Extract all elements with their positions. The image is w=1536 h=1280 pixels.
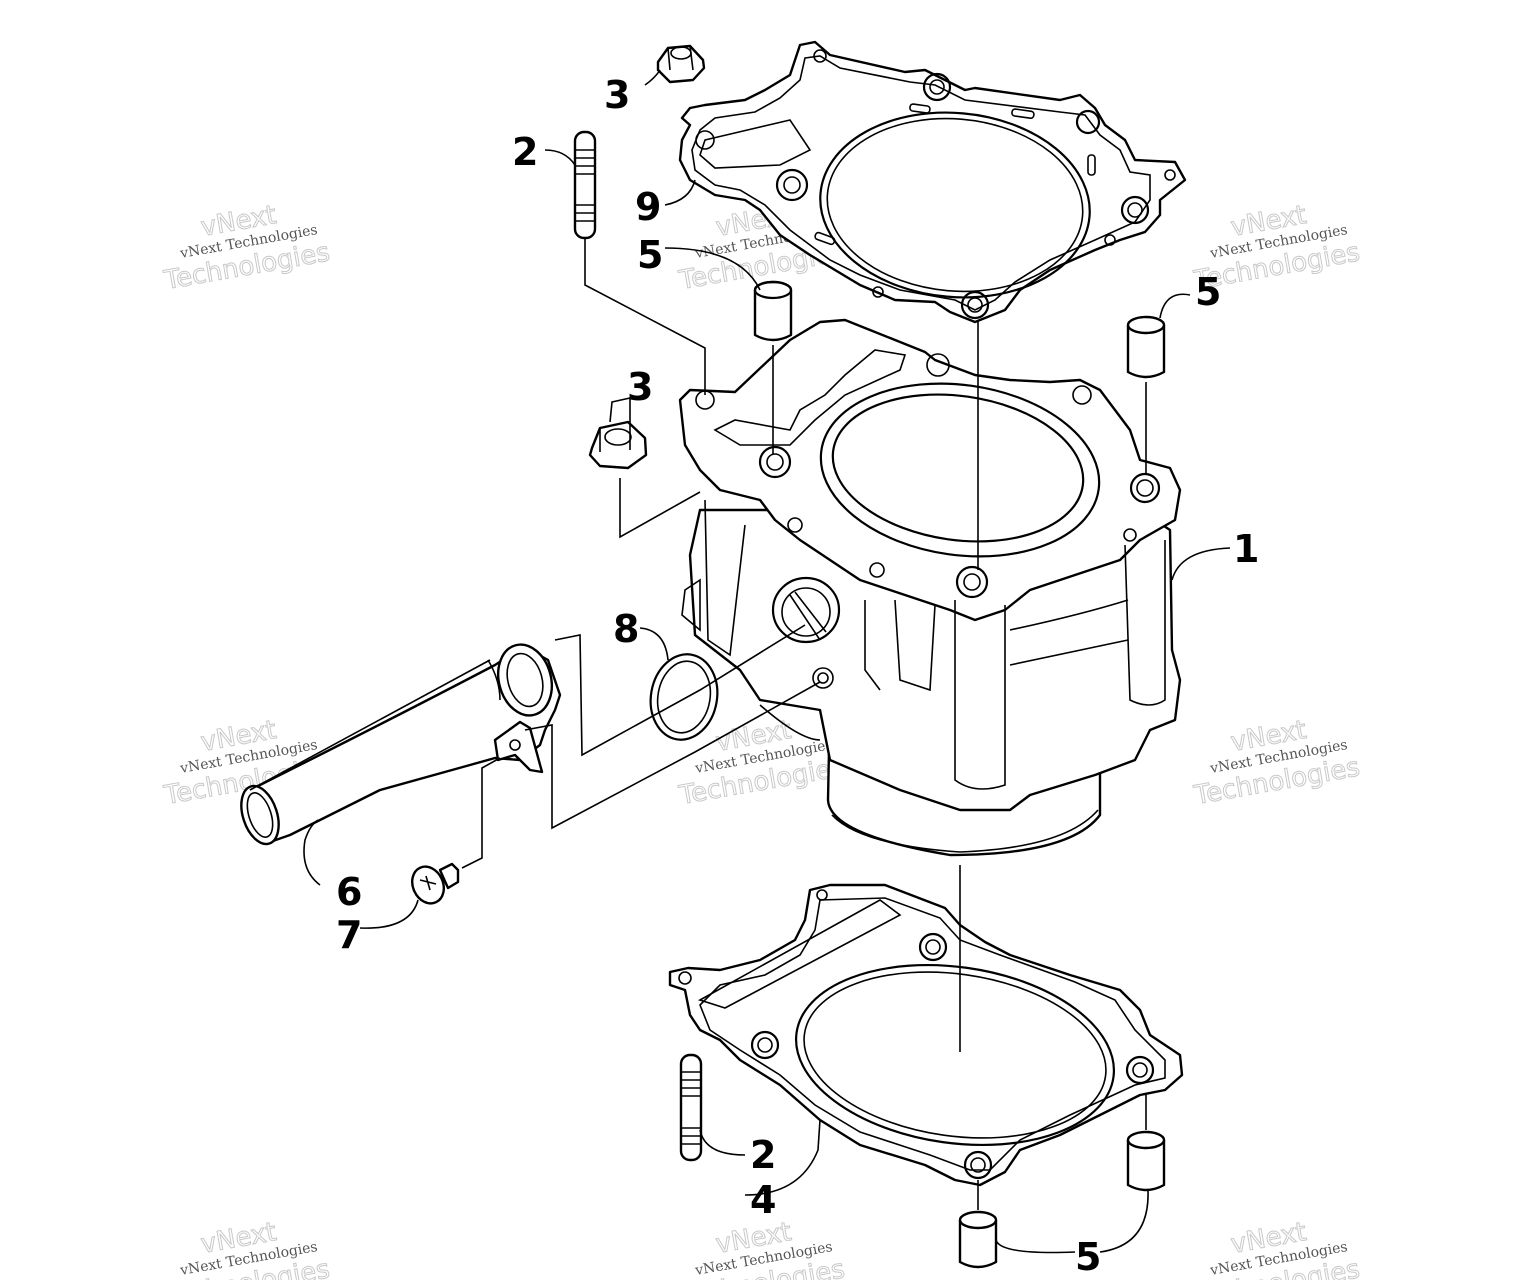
callout-label: 2: [512, 130, 538, 174]
coolant-pipe: [240, 643, 562, 846]
dowel-upper-right: [1126, 315, 1166, 379]
callout-label: 5: [1075, 1235, 1101, 1279]
head-gasket: [678, 40, 1187, 324]
watermark: vNext vNext Technologies Technologies: [161, 1217, 333, 1280]
callout-label: 5: [1195, 270, 1221, 314]
callout-label: 9: [635, 185, 661, 229]
dowel-upper-left: [753, 280, 793, 342]
watermark: vNext vNext Technologies Technologies: [1191, 715, 1363, 812]
watermark: vNext vNext Technologies Technologies: [1191, 1217, 1363, 1280]
callout-label: 6: [336, 870, 362, 914]
watermarks: vNext vNext Technologies Technologies vN…: [161, 200, 1363, 1280]
dowel-lower-right: [1126, 1130, 1166, 1192]
callout-label: 2: [750, 1133, 776, 1177]
callout-label: 1: [1233, 527, 1259, 571]
nut-upper: [656, 44, 706, 84]
nut-middle: [588, 397, 648, 470]
base-gasket: [668, 883, 1184, 1187]
watermark: vNext vNext Technologies Technologies: [161, 200, 333, 297]
o-ring: [649, 653, 719, 741]
callout-label: 7: [336, 913, 362, 957]
leader-lines: [303, 69, 1231, 1254]
callout-label: 3: [604, 73, 630, 117]
dowel-lower-center: [958, 1210, 998, 1269]
callout-label: 4: [750, 1178, 776, 1222]
callout-label: 3: [627, 365, 653, 409]
watermark: vNext vNext Technologies Technologies: [676, 715, 848, 812]
screw: [411, 862, 460, 905]
callouts: 1 2 2 3 3 4 5 5 5 6 7 8 9: [336, 73, 1259, 1279]
callout-label: 8: [613, 607, 639, 651]
callout-label: 5: [637, 233, 663, 277]
stud-upper: [573, 130, 597, 240]
stud-lower: [679, 1053, 703, 1162]
watermark: vNext vNext Technologies Technologies: [1191, 200, 1363, 297]
cylinder-body: [678, 318, 1182, 857]
